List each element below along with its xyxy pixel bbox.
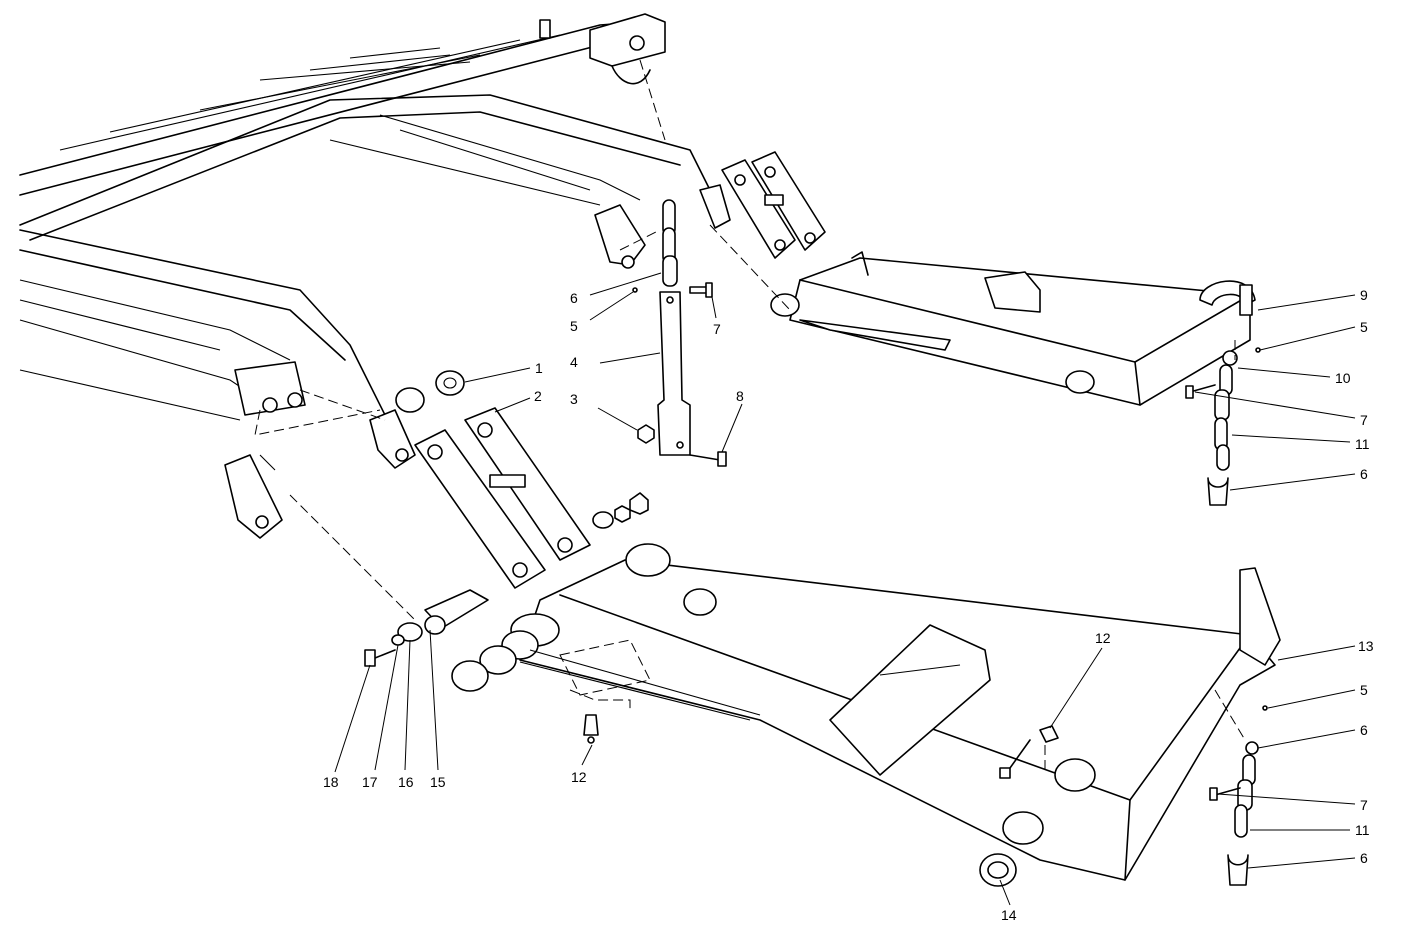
upper-right-chain [1185, 347, 1261, 506]
callout-5-upper-left: 5 [570, 318, 578, 334]
callout-3: 3 [570, 391, 578, 407]
lower-lift-arm-subframe [451, 543, 1281, 887]
callout-2: 2 [534, 388, 542, 404]
deck-frame [19, 13, 731, 539]
callout-8: 8 [736, 388, 744, 404]
grease-fittings [583, 714, 1059, 779]
callout-11-upper: 11 [1355, 436, 1370, 452]
callout-12-left: 12 [571, 769, 587, 785]
callout-13: 13 [1358, 638, 1374, 654]
upper-chain-assembly [632, 199, 727, 467]
callout-17: 17 [362, 774, 378, 790]
callout-5-lower-right: 5 [1360, 682, 1368, 698]
callout-7-upper-right: 7 [1360, 412, 1368, 428]
callout-14: 14 [1001, 907, 1017, 923]
callout-6-lower-right-bottom: 6 [1360, 850, 1368, 866]
lower-right-chain [1209, 705, 1268, 886]
lower-lift-link-plates [395, 370, 591, 589]
callout-7-lower-right: 7 [1360, 797, 1368, 813]
lower-bushings [451, 613, 1044, 887]
callout-5-upper-right: 5 [1360, 319, 1368, 335]
lower-left-fasteners [364, 492, 649, 667]
callout-10: 10 [1335, 370, 1351, 386]
assembly-dashed-lines [254, 59, 1246, 775]
callout-15: 15 [430, 774, 446, 790]
callout-12-right: 12 [1095, 630, 1111, 646]
upper-lift-link-plates [721, 151, 826, 259]
upper-lift-arm-subframe [770, 251, 1256, 406]
callout-18: 18 [323, 774, 339, 790]
callout-6-upper-right: 6 [1360, 466, 1368, 482]
callout-1: 1 [535, 360, 543, 376]
callout-16: 16 [398, 774, 414, 790]
callout-9: 9 [1360, 287, 1368, 303]
callout-11-lower: 11 [1355, 822, 1370, 838]
callouts: 1 2 3 4 5 6 7 8 9 5 10 7 11 6 12 13 5 [323, 272, 1374, 923]
callout-6-lower-right: 6 [1360, 722, 1368, 738]
callout-7-upper-center: 7 [713, 321, 721, 337]
callout-4: 4 [570, 354, 578, 370]
callout-6-upper-left: 6 [570, 290, 578, 306]
